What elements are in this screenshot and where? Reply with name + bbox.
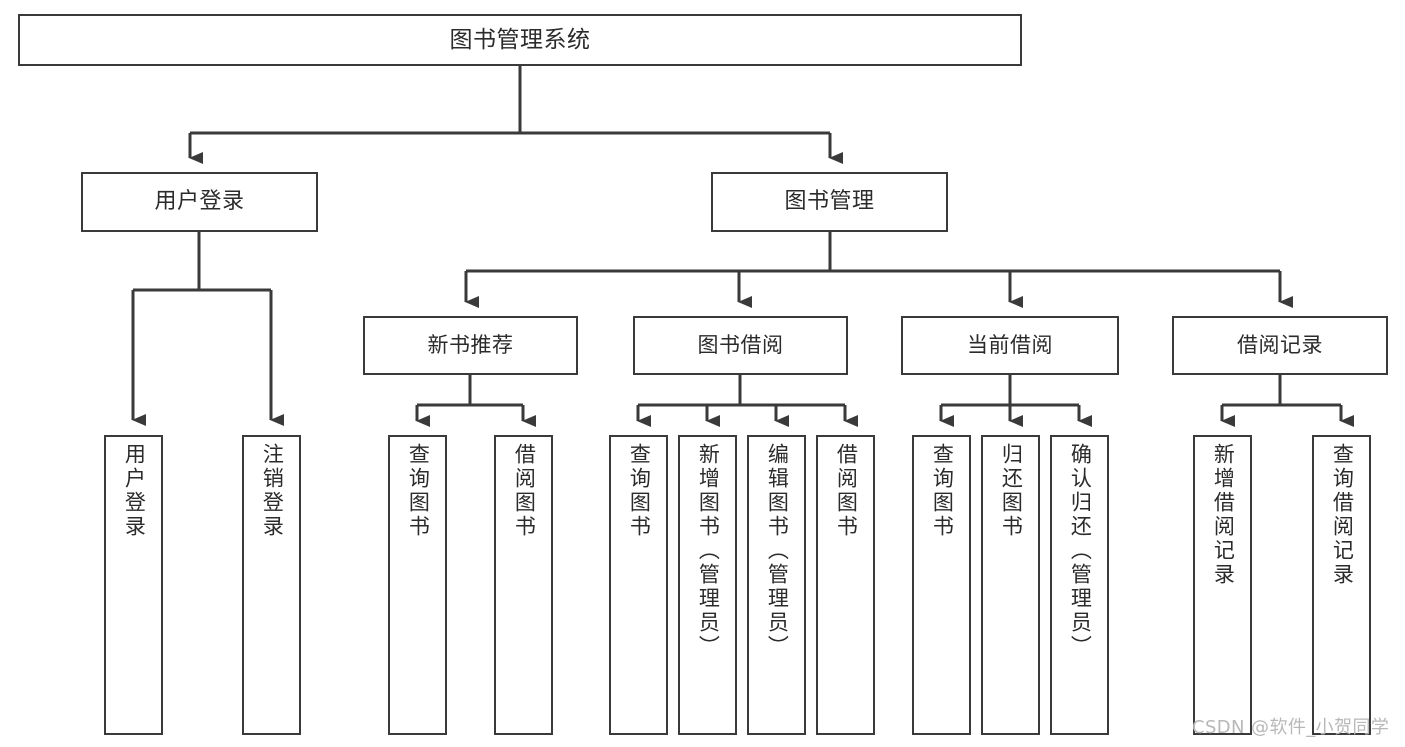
node-label: 用户登录 xyxy=(122,443,147,539)
node-root-system[interactable]: 图书管理系统 xyxy=(18,14,1022,66)
node-label: 图书管理系统 xyxy=(449,26,591,53)
node-label: 新增借阅记录 xyxy=(1211,443,1236,587)
leaf-record-add-record[interactable]: 新增借阅记录 xyxy=(1193,435,1252,735)
node-new-book-recommend[interactable]: 新书推荐 xyxy=(363,316,578,375)
node-label: 归还图书 xyxy=(999,443,1024,539)
leaf-user-logout[interactable]: 注销登录 xyxy=(242,435,301,735)
node-label: 图书借阅 xyxy=(697,333,784,358)
node-label: 新增图书（管理员） xyxy=(696,443,721,659)
node-label: 当前借阅 xyxy=(967,333,1053,358)
csdn-watermark: CSDN @软件_小贺同学 xyxy=(1192,717,1390,738)
node-label: 借阅记录 xyxy=(1237,333,1323,358)
leaf-current-confirm-return-admin[interactable]: 确认归还（管理员） xyxy=(1050,435,1109,735)
node-current-borrow[interactable]: 当前借阅 xyxy=(901,316,1119,375)
leaf-borrow-borrow-book[interactable]: 借阅图书 xyxy=(816,435,875,735)
node-borrow-record[interactable]: 借阅记录 xyxy=(1172,316,1388,375)
node-label: 查询图书 xyxy=(406,443,431,539)
leaf-borrow-edit-book-admin[interactable]: 编辑图书（管理员） xyxy=(747,435,806,735)
node-label: 借阅图书 xyxy=(834,443,859,539)
leaf-recommend-borrow-book[interactable]: 借阅图书 xyxy=(494,435,553,735)
leaf-recommend-query-book[interactable]: 查询图书 xyxy=(388,435,447,735)
node-label: 查询借阅记录 xyxy=(1330,443,1355,587)
node-label: 用户登录 xyxy=(154,189,245,215)
node-label: 编辑图书（管理员） xyxy=(765,443,790,659)
node-label: 查询图书 xyxy=(930,443,955,539)
node-label: 查询图书 xyxy=(627,443,652,539)
leaf-borrow-add-book-admin[interactable]: 新增图书（管理员） xyxy=(678,435,737,735)
node-label: 新书推荐 xyxy=(427,333,514,358)
leaf-borrow-query-book[interactable]: 查询图书 xyxy=(609,435,668,735)
node-label: 借阅图书 xyxy=(512,443,537,539)
leaf-current-return-book[interactable]: 归还图书 xyxy=(981,435,1040,735)
node-label: 注销登录 xyxy=(260,443,285,539)
leaf-user-login[interactable]: 用户登录 xyxy=(104,435,163,735)
node-user-login[interactable]: 用户登录 xyxy=(81,172,318,232)
leaf-current-query-book[interactable]: 查询图书 xyxy=(912,435,971,735)
node-label: 图书管理 xyxy=(784,189,875,215)
leaf-record-query-record[interactable]: 查询借阅记录 xyxy=(1312,435,1371,735)
node-book-borrow[interactable]: 图书借阅 xyxy=(633,316,848,375)
node-book-management[interactable]: 图书管理 xyxy=(711,172,948,232)
node-label: 确认归还（管理员） xyxy=(1068,443,1093,659)
